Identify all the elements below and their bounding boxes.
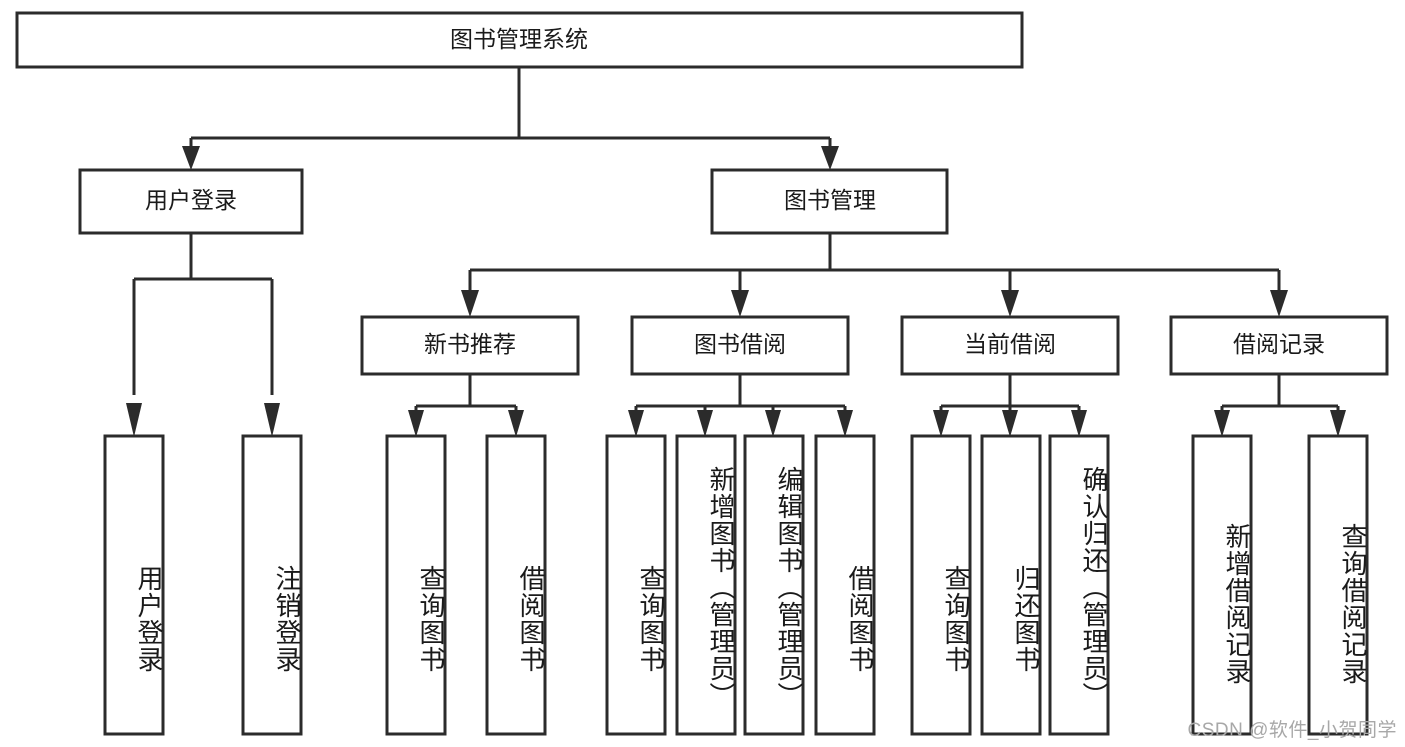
arrow-to-record <box>1270 290 1288 317</box>
leaf-box-query-record[interactable] <box>1307 434 1369 736</box>
node-user-login-label: 用户登录 <box>145 187 237 213</box>
arrow-leaf-query-book-3 <box>933 410 949 437</box>
arrow-leaf-query-book-2 <box>628 410 644 437</box>
leaf-box-add-record[interactable] <box>1191 434 1253 736</box>
leaf-box-logout[interactable] <box>241 434 303 736</box>
watermark-text: CSDN @软件_小贺同学 <box>1187 720 1397 741</box>
edges-newbook-to-leaves <box>408 374 524 437</box>
node-borrow-record[interactable] <box>1169 315 1389 376</box>
node-current-borrow[interactable] <box>900 315 1120 376</box>
leaf-box-add-book[interactable] <box>675 434 737 736</box>
edges-record-to-leaves <box>1214 374 1346 437</box>
node-book-borrow-label: 图书借阅 <box>694 331 786 357</box>
edges-userlogin-to-leaves <box>126 233 280 437</box>
arrow-leaf-logout <box>264 403 280 437</box>
edges-bookmanage-to-level3 <box>461 233 1288 317</box>
node-borrow-record-label: 借阅记录 <box>1233 331 1325 357</box>
leaf-box-query-book-1[interactable] <box>385 434 447 736</box>
arrow-to-borrow <box>731 290 749 317</box>
arrow-leaf-edit-book <box>765 410 781 437</box>
leaf-box-confirm-return[interactable] <box>1048 434 1110 736</box>
leaf-box-query-book-3[interactable] <box>910 434 972 736</box>
node-new-book-recommend-label: 新书推荐 <box>424 331 516 357</box>
node-book-borrow[interactable] <box>630 315 850 376</box>
node-current-borrow-label: 当前借阅 <box>964 331 1056 357</box>
leaf-box-query-book-2[interactable] <box>605 434 667 736</box>
arrow-leaf-borrow-book-1 <box>508 410 524 437</box>
node-root-label: 图书管理系统 <box>450 26 588 52</box>
arrow-leaf-add-book <box>697 410 713 437</box>
leaf-box-edit-book[interactable] <box>743 434 805 736</box>
arrow-leaf-query-record <box>1330 410 1346 437</box>
leaf-box-borrow-book-2[interactable] <box>814 434 876 736</box>
arrow-leaf-borrow-book-2 <box>837 410 853 437</box>
node-user-login[interactable] <box>78 168 304 235</box>
arrow-leaf-query-book-1 <box>408 410 424 437</box>
arrow-to-current <box>1001 290 1019 317</box>
arrow-leaf-confirm-return <box>1071 410 1087 437</box>
edges-root-to-level2 <box>182 67 839 170</box>
arrow-to-book-manage <box>821 146 839 170</box>
arrow-to-user-login <box>182 146 200 170</box>
edges-borrow-to-leaves <box>628 374 853 437</box>
leaf-box-user-login[interactable] <box>103 434 165 736</box>
node-book-manage[interactable] <box>710 168 949 235</box>
arrow-leaf-add-record <box>1214 410 1230 437</box>
edges-current-to-leaves <box>933 374 1087 437</box>
arrow-to-newbook <box>461 290 479 317</box>
node-book-manage-label: 图书管理 <box>784 187 876 213</box>
arrow-leaf-user-login <box>126 403 142 437</box>
node-new-book-recommend[interactable] <box>360 315 580 376</box>
arrow-leaf-return-book <box>1002 410 1018 437</box>
leaf-box-return-book[interactable] <box>980 434 1042 736</box>
leaf-box-borrow-book-1[interactable] <box>485 434 547 736</box>
node-root[interactable] <box>15 11 1024 69</box>
